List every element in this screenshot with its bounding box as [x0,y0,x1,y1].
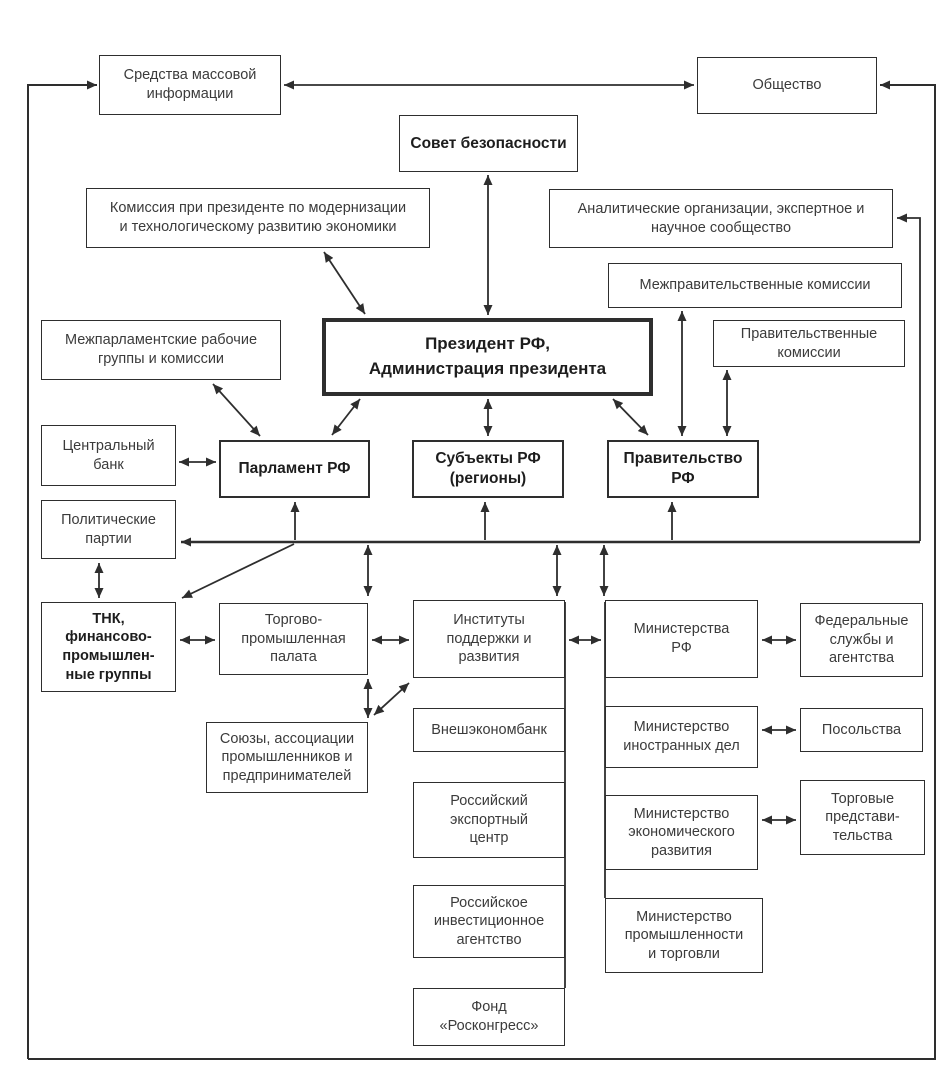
node-trade-representations: Торговые представи- тельства [800,780,925,855]
arrow-interparl-parliament [212,383,261,437]
node-government: Правительство РФ [607,440,759,498]
node-economy-ministry: Министерство экономического развития [605,795,758,870]
node-interparliamentary-groups: Межпарламентские рабочие группы и комисс… [41,320,281,380]
node-industry-unions: Союзы, ассоциации промышленников и предп… [206,722,368,793]
node-industry-ministry: Министерство промышленности и торговли [605,898,763,973]
feedback-loop-right-arrow [28,80,936,1060]
node-ministries: Министерства РФ [605,600,758,678]
node-subjects-rf: Субъекты РФ (регионы) [412,440,564,498]
node-parliament: Парламент РФ [219,440,370,498]
node-investment-agency: Российское инвестиционное агентство [413,885,565,958]
arrow-president-parliament [331,398,361,436]
node-embassies: Посольства [800,708,923,752]
feedback-loop-left-arrow [27,80,97,1059]
arrow-unions-institutes [373,682,410,716]
node-security-council: Совет безопасности [399,115,578,172]
node-export-center: Российский экспортный центр [413,782,565,858]
node-trade-chamber: Торгово- промышленная палата [219,603,368,675]
node-society: Общество [697,57,877,114]
node-intergov-commissions: Межправительственные комиссии [608,263,902,308]
arrow-commission-president [323,251,366,315]
node-analytic-orgs: Аналитические организации, экспертное и … [549,189,893,248]
node-roscongress: Фонд «Росконгресс» [413,988,565,1046]
node-federal-services: Федеральные службы и агентства [800,603,923,677]
node-veb: Внешэкономбанк [413,708,565,752]
node-foreign-ministry: Министерство иностранных дел [605,706,758,768]
node-central-bank: Центральный банк [41,425,176,486]
node-modernization-commission: Комиссия при президенте по модернизации … [86,188,430,248]
node-support-institutes: Институты поддержки и развития [413,600,565,678]
node-gov-commissions: Правительственные комиссии [713,320,905,367]
node-president: Президент РФ, Администрация президента [322,318,653,396]
node-political-parties: Политические партии [41,500,176,559]
node-tnk-fig: ТНК, финансово- промышлен- ные группы [41,602,176,692]
arrow-bus-analytic [897,213,921,541]
node-mass-media: Средства массовой информации [99,55,281,115]
arrow-bus-tnk [181,543,295,599]
arrow-president-government [612,398,649,436]
